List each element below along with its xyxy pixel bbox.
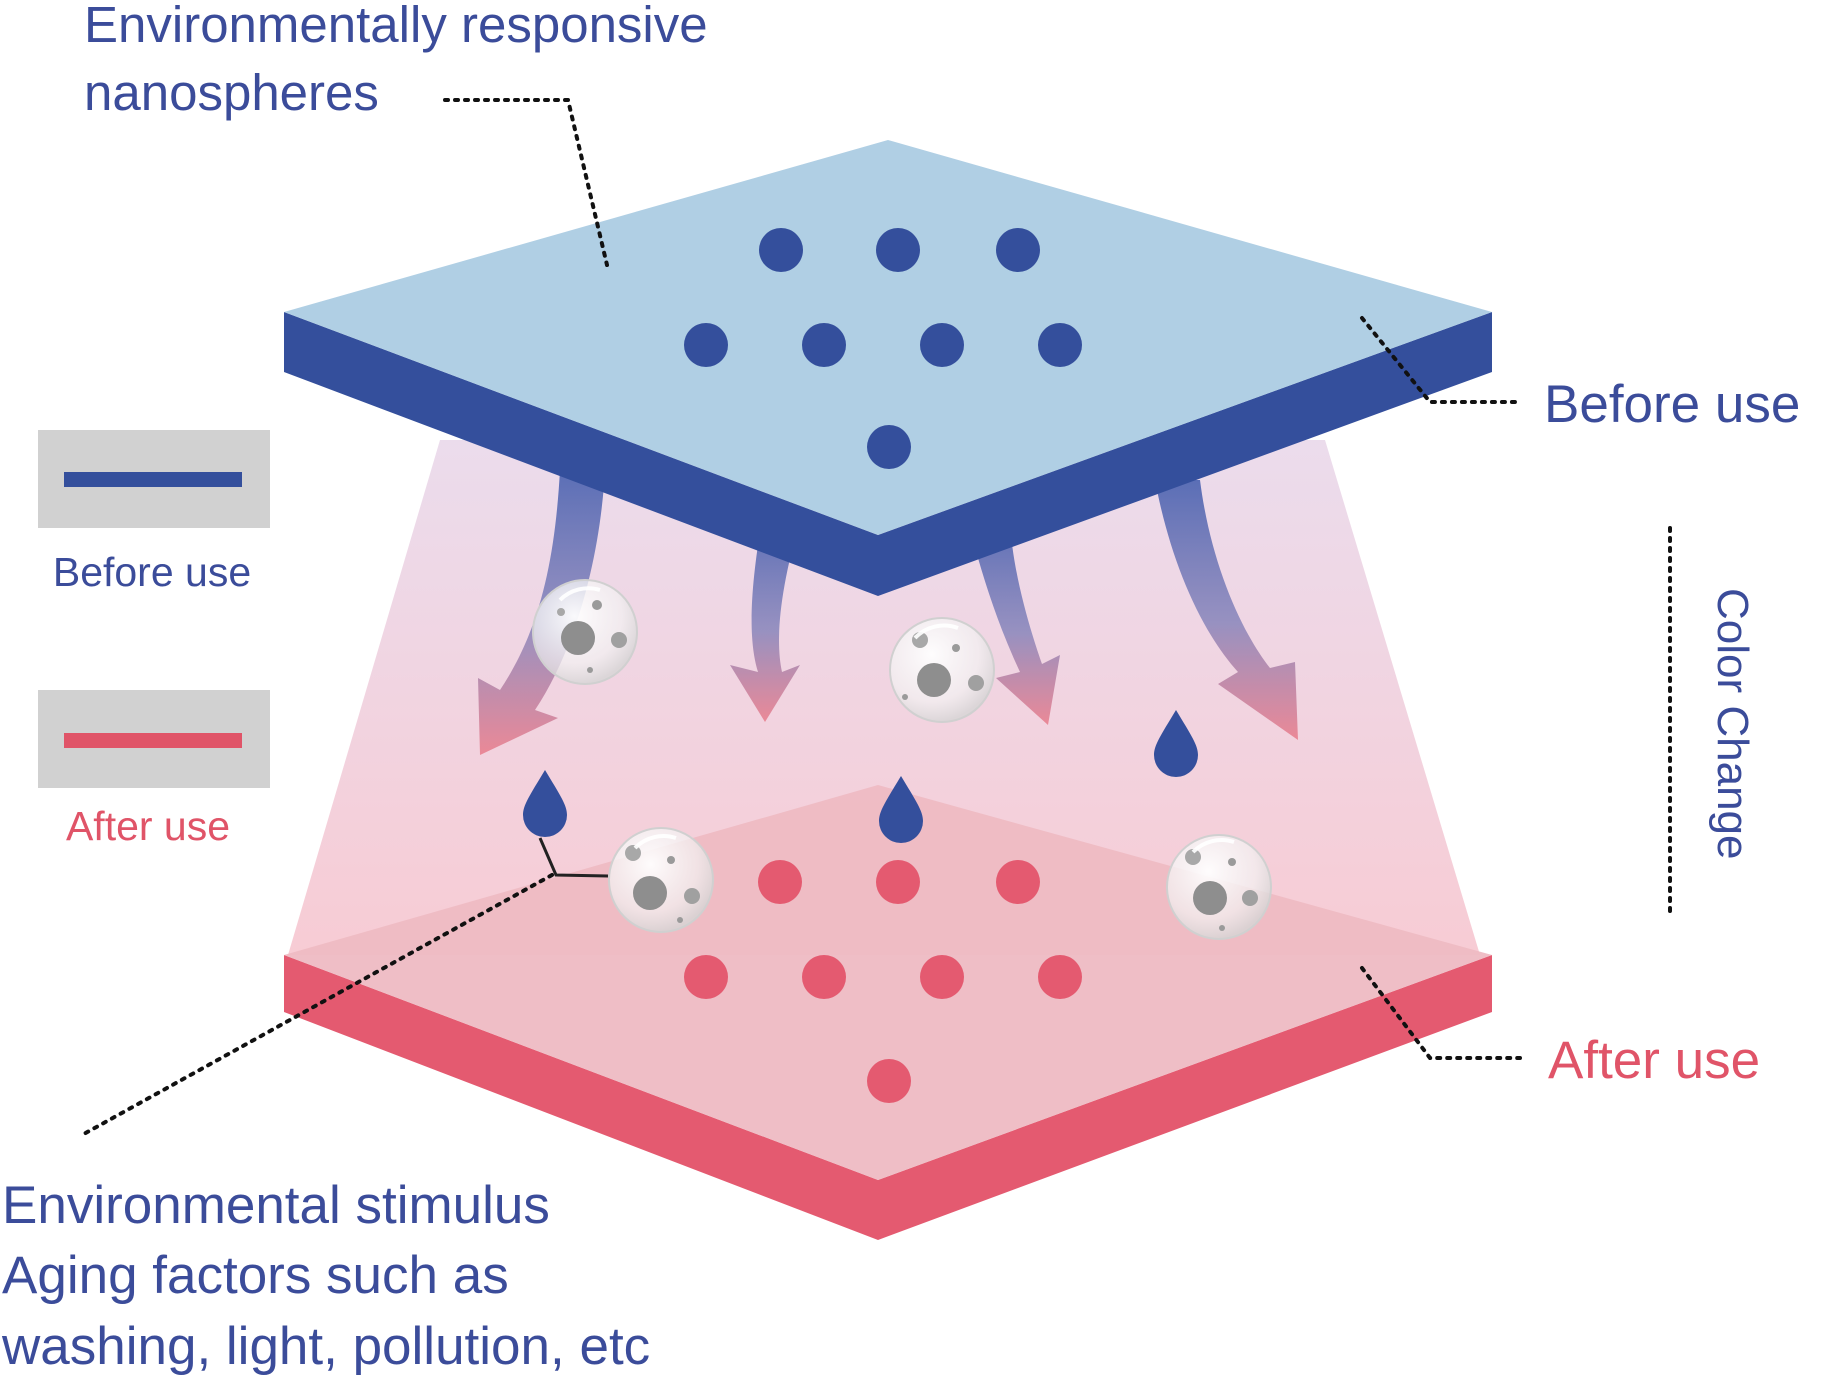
- after-use-nanospheres: [684, 860, 1082, 1103]
- leader-nanospheres: [443, 98, 609, 267]
- before-use-slab-side: [284, 312, 1492, 596]
- before-use-nanospheres: [684, 228, 1082, 469]
- nanosphere-dot-icon: [802, 323, 846, 367]
- legend-after-label: After use: [66, 803, 230, 849]
- pollutant-bubble-icon: [1166, 834, 1272, 940]
- nanosphere-dot-icon: [802, 955, 846, 999]
- nanosphere-dot-icon: [867, 1059, 911, 1103]
- water-drop-icon: [1154, 710, 1198, 777]
- legend-before-swatch-line: [64, 472, 242, 487]
- stimulus-line-3: washing, light, pollution, etc: [1, 1317, 650, 1376]
- title-line-1: Environmentally responsive: [84, 0, 708, 53]
- before-use-label: Before use: [1544, 375, 1800, 434]
- after-use-label: After use: [1548, 1031, 1760, 1090]
- pollutant-bubble-icon: [889, 617, 995, 723]
- arrow-down-icon: [968, 520, 1060, 725]
- nanosphere-dot-icon: [758, 860, 802, 904]
- water-drop-icon: [879, 776, 923, 843]
- before-use-slab-top: [284, 140, 1492, 535]
- legend-before-label: Before use: [53, 549, 251, 595]
- leader-before-use: [1360, 316, 1522, 404]
- nanosphere-dot-icon: [867, 425, 911, 469]
- transfer-arrows: [478, 470, 1298, 755]
- legend-after-swatch-line: [64, 733, 242, 748]
- nanosphere-dot-icon: [1038, 955, 1082, 999]
- pollutant-bubbles: [532, 579, 1272, 940]
- nanosphere-dot-icon: [996, 860, 1040, 904]
- water-drops: [523, 710, 1198, 843]
- arrow-down-icon: [1155, 480, 1298, 740]
- leader-stimulus: [80, 873, 554, 1137]
- nanosphere-dot-icon: [759, 228, 803, 272]
- nanosphere-dot-icon: [920, 955, 964, 999]
- after-use-slab-side: [284, 955, 1492, 1240]
- leader-lines: [80, 98, 1672, 1137]
- stimulus-line-2: Aging factors such as: [2, 1246, 509, 1305]
- nanosphere-dot-icon: [920, 323, 964, 367]
- leader-after-use: [1360, 966, 1522, 1060]
- pollutant-bubble-icon: [608, 827, 714, 933]
- nanosphere-dot-icon: [876, 860, 920, 904]
- stimulus-connector: [538, 837, 609, 878]
- color-change-label: Color Change: [1708, 588, 1757, 860]
- nanosphere-dot-icon: [684, 323, 728, 367]
- before-use-layer: [284, 140, 1492, 596]
- nanosphere-dot-icon: [684, 955, 728, 999]
- stimulus-line-1: Environmental stimulus: [2, 1176, 550, 1235]
- nanosphere-dot-icon: [996, 228, 1040, 272]
- arrow-down-icon: [730, 520, 800, 722]
- legend: Before use After use: [38, 430, 270, 849]
- pollutant-bubble-icon: [532, 579, 638, 685]
- title-line-2: nanospheres: [84, 64, 379, 121]
- water-drop-icon: [523, 770, 567, 837]
- nanosphere-dot-icon: [876, 228, 920, 272]
- nanosphere-dot-icon: [1038, 323, 1082, 367]
